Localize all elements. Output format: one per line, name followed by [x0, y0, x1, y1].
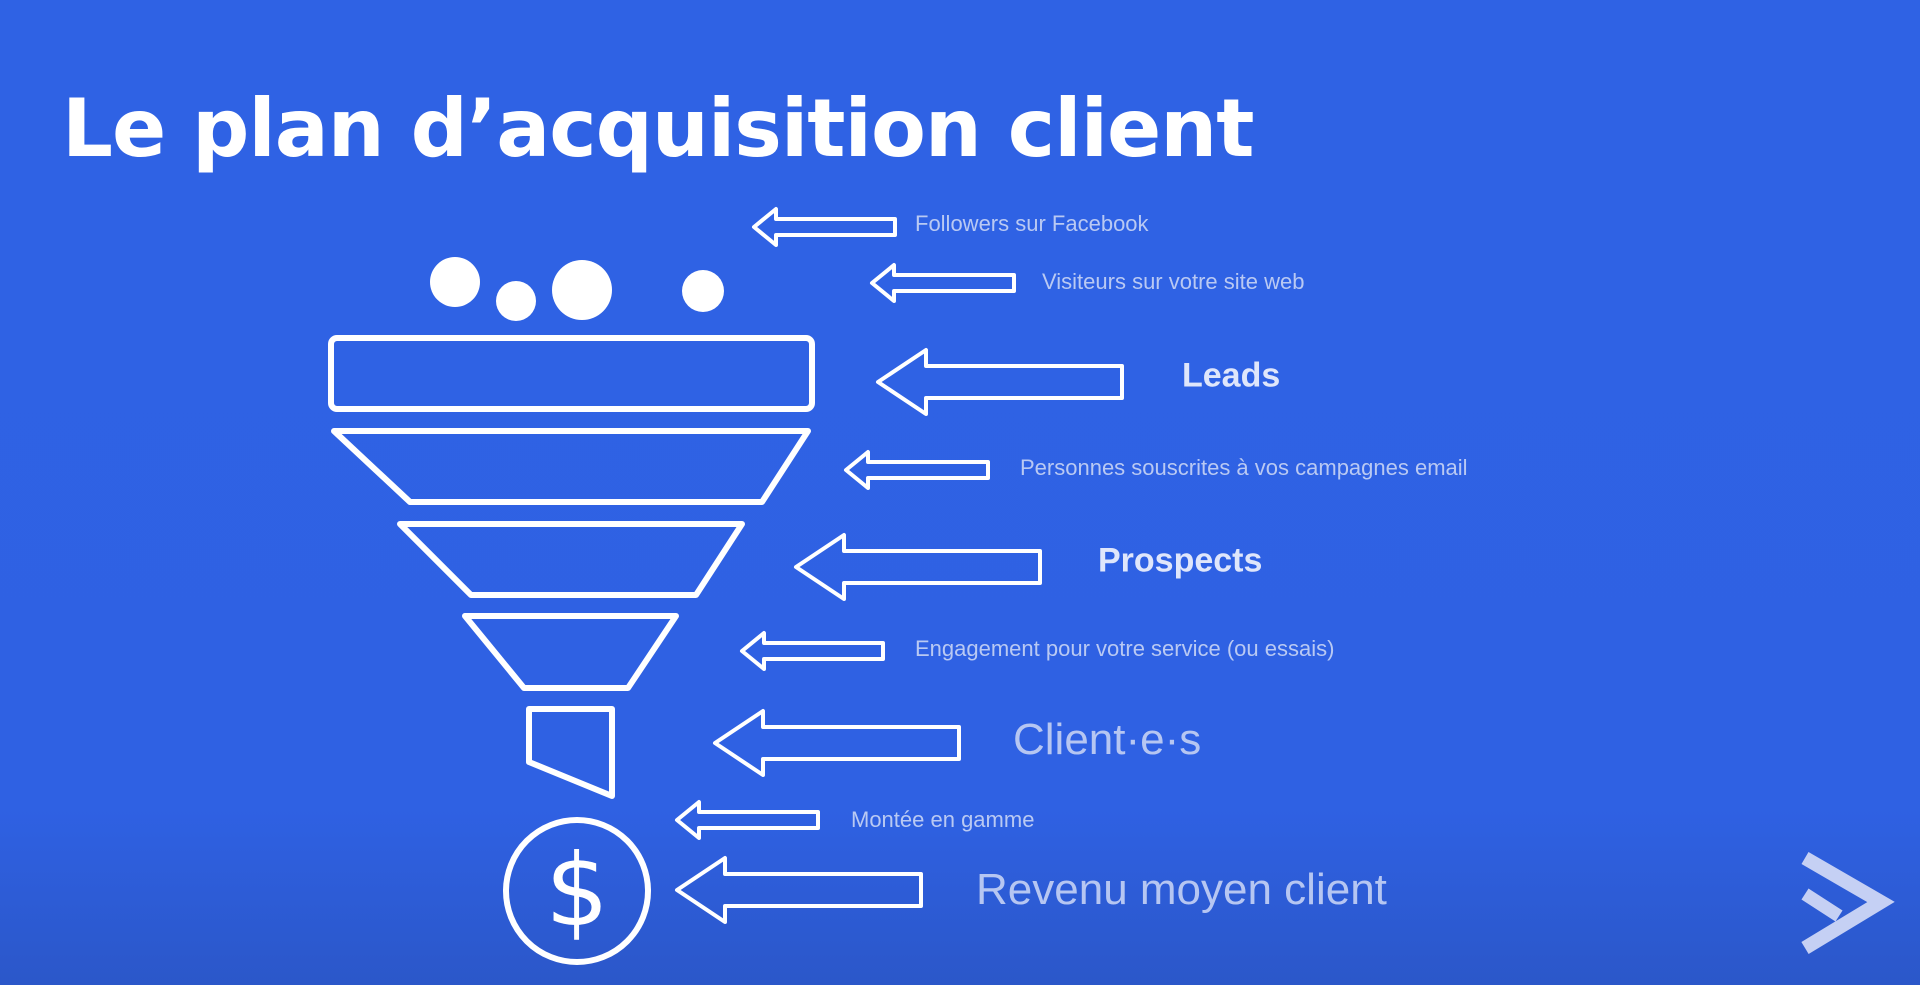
- dot: [682, 270, 724, 312]
- dot: [552, 260, 612, 320]
- left-arrow-icon: [876, 348, 1124, 416]
- visitor-dots: [430, 257, 724, 321]
- dollar-sign: $: [545, 832, 609, 949]
- left-arrow-icon: [752, 207, 897, 247]
- funnel-stage-label: Montée en gamme: [851, 807, 1035, 832]
- funnel-stage-label: Visiteurs sur votre site web: [1042, 269, 1305, 294]
- dollar-coin-icon: [503, 817, 651, 965]
- brand-logo-chevron-icon: [1801, 851, 1895, 954]
- funnel-band-3: [397, 521, 745, 598]
- funnel-stage-label: Followers sur Facebook: [915, 211, 1149, 236]
- funnel-stage-label: Revenu moyen client: [976, 865, 1387, 914]
- funnel-band-4: [462, 613, 679, 691]
- left-arrow-icon: [870, 263, 1016, 303]
- funnel-stage-label: Personnes souscrites à vos campagnes ema…: [1020, 455, 1468, 480]
- funnel-stage-label: Engagement pour votre service (ou essais…: [915, 636, 1335, 661]
- dot: [430, 257, 480, 307]
- funnel-spout: [526, 706, 615, 799]
- left-arrow-icon: [794, 533, 1042, 601]
- funnel-band-2: [331, 428, 811, 505]
- funnel-stage-label: Client·e·s: [1013, 715, 1202, 764]
- funnel-stage-label: Prospects: [1098, 541, 1263, 580]
- funnel-stage-label: Leads: [1182, 356, 1281, 395]
- dot: [496, 281, 536, 321]
- slide-title: Le plan d’acquisition client: [62, 82, 1254, 175]
- left-arrow-icon: [713, 709, 961, 777]
- left-arrow-icon: [675, 856, 923, 924]
- arrows: [675, 207, 1124, 924]
- left-arrow-icon: [675, 800, 820, 840]
- left-arrow-icon: [740, 631, 885, 671]
- left-arrow-icon: [844, 450, 990, 490]
- funnel-top-band: [328, 335, 815, 412]
